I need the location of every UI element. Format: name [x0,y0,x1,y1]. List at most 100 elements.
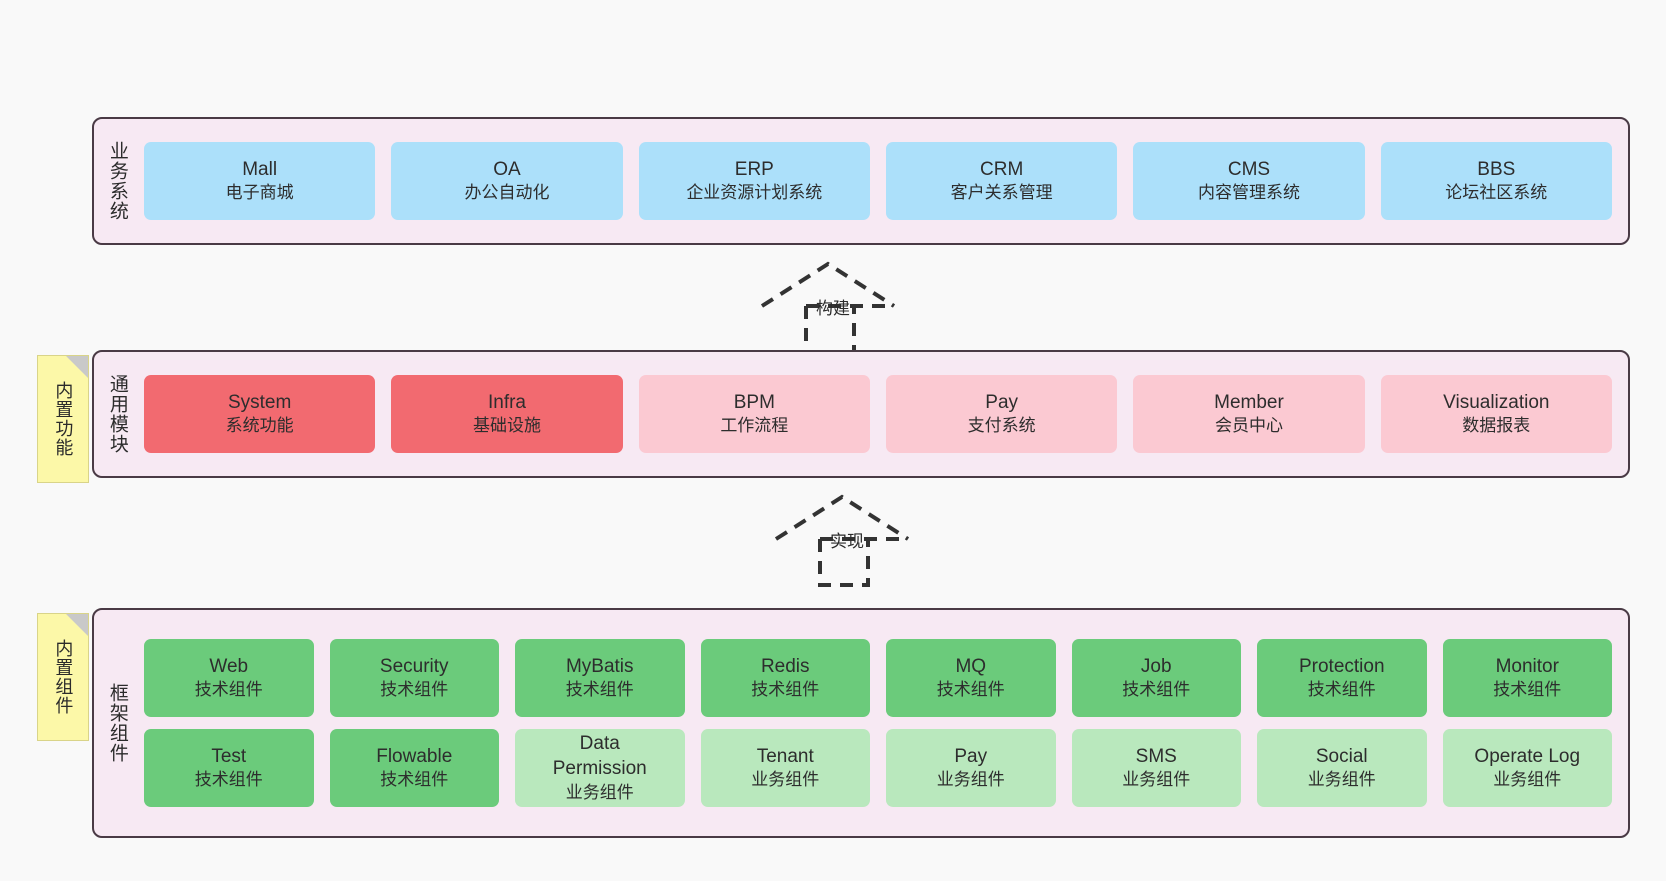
card-title: Operate Log [1474,745,1581,767]
card-title: ERP [734,158,774,180]
card-title: Test [211,745,247,767]
card-title: System [227,391,292,413]
card-subtitle: 技术组件 [1493,680,1562,700]
card-title: Web [209,655,249,677]
card-title: Mall [242,158,278,180]
card-subtitle: 系统功能 [225,416,294,436]
layer-body-framework-component: Web 技术组件 Security 技术组件 MyBatis 技术组件 Redi… [140,610,1628,836]
card-mybatis[interactable]: MyBatis 技术组件 [515,639,685,717]
card-pay-module[interactable]: Pay 支付系统 [885,375,1118,453]
card-subtitle: 数据报表 [1462,416,1531,436]
card-title: MyBatis [565,655,634,677]
card-mq[interactable]: MQ 技术组件 [886,639,1056,717]
layer-common-module: 通用模块 System 系统功能 Infra 基础设施 BPM 工作流程 Pay… [92,350,1630,478]
card-subtitle: 技术组件 [565,680,634,700]
card-title: Job [1140,655,1172,677]
card-title: Member [1214,391,1284,413]
card-system[interactable]: System 系统功能 [144,375,376,453]
card-sms[interactable]: SMS 业务组件 [1071,729,1241,807]
card-mall[interactable]: Mall 电子商城 [144,142,376,220]
card-subtitle: 技术组件 [380,680,449,700]
connector-implement-label: 实现 [830,532,864,551]
layer-title-common-module: 通用模块 [106,374,128,454]
card-subtitle: 业务组件 [751,770,820,790]
layer-title-framework-component: 框架组件 [106,683,128,763]
card-subtitle: 工作流程 [720,416,789,436]
card-protection[interactable]: Protection 技术组件 [1257,639,1427,717]
card-title: SMS [1135,745,1177,767]
card-subtitle: 业务组件 [1307,770,1376,790]
layer-body-common-module: System 系统功能 Infra 基础设施 BPM 工作流程 Pay 支付系统… [140,352,1628,476]
card-title: MQ [955,655,987,677]
card-data-permission[interactable]: Data Permission 业务组件 [515,729,685,807]
card-bpm[interactable]: BPM 工作流程 [638,375,870,453]
card-test[interactable]: Test 技术组件 [144,729,314,807]
card-subtitle: 技术组件 [1122,680,1191,700]
card-title: Social [1315,745,1368,767]
card-subtitle: 客户关系管理 [950,183,1053,203]
card-subtitle: 技术组件 [751,680,820,700]
card-title: Monitor [1495,655,1559,677]
connector-implement: 实现 [772,491,922,591]
card-subtitle: 技术组件 [380,770,449,790]
card-subtitle: 业务组件 [1122,770,1191,790]
card-title: Flowable [376,745,453,767]
card-subtitle: 办公自动化 [464,183,550,203]
framework-business-row: Test 技术组件 Flowable 技术组件 Data Permission … [144,729,1612,807]
card-pay-component[interactable]: Pay 业务组件 [886,729,1056,807]
card-subtitle: 技术组件 [936,680,1005,700]
card-title: Pay [985,391,1019,413]
framework-tech-row: Web 技术组件 Security 技术组件 MyBatis 技术组件 Redi… [144,639,1612,717]
card-monitor[interactable]: Monitor 技术组件 [1442,639,1612,717]
card-operate-log[interactable]: Operate Log 业务组件 [1442,729,1612,807]
card-cms[interactable]: CMS 内容管理系统 [1133,142,1365,220]
card-title: CRM [980,158,1024,180]
card-visualization[interactable]: Visualization 数据报表 [1380,375,1612,453]
card-tenant[interactable]: Tenant 业务组件 [700,729,870,807]
card-subtitle: 业务组件 [1493,770,1562,790]
card-title: Pay [954,745,988,767]
card-crm[interactable]: CRM 客户关系管理 [885,142,1118,220]
card-oa[interactable]: OA 办公自动化 [391,142,623,220]
card-member[interactable]: Member 会员中心 [1133,375,1365,453]
implement-arrow-icon [774,494,910,587]
card-social[interactable]: Social 业务组件 [1257,729,1427,807]
card-web[interactable]: Web 技术组件 [144,639,314,717]
note-label: 内置功能 [53,381,74,457]
card-job[interactable]: Job 技术组件 [1071,639,1241,717]
card-subtitle: 内容管理系统 [1197,183,1300,203]
card-subtitle: 会员中心 [1214,416,1283,436]
note-label: 内置组件 [53,639,74,715]
card-title: Redis [760,655,810,677]
card-subtitle: 业务组件 [565,782,634,802]
card-title: Tenant [756,745,814,767]
card-bbs[interactable]: BBS 论坛社区系统 [1380,142,1612,220]
card-subtitle: 基础设施 [472,416,541,436]
card-flowable[interactable]: Flowable 技术组件 [329,729,499,807]
layer-body-business-system: Mall 电子商城 OA 办公自动化 ERP 企业资源计划系统 CRM 客户关系… [140,119,1628,243]
card-subtitle: 电子商城 [225,183,294,203]
note-builtin-component: 内置组件 [37,613,89,741]
card-subtitle: 技术组件 [194,680,263,700]
note-fold-corner-icon [66,614,88,636]
connector-build: 构建 [758,258,908,358]
card-subtitle: 企业资源计划系统 [686,183,823,203]
card-title: Data Permission [552,733,647,779]
card-title: BPM [733,391,775,413]
card-title: Protection [1298,655,1385,677]
card-subtitle: 支付系统 [967,416,1036,436]
card-title: Visualization [1443,391,1550,413]
card-title: Security [379,655,449,677]
card-subtitle: 业务组件 [936,770,1005,790]
connector-build-label: 构建 [816,299,850,318]
card-erp[interactable]: ERP 企业资源计划系统 [638,142,870,220]
card-redis[interactable]: Redis 技术组件 [700,639,870,717]
note-builtin-function: 内置功能 [37,355,89,483]
card-title: OA [493,158,521,180]
note-fold-corner-icon [66,356,88,378]
card-subtitle: 技术组件 [194,770,263,790]
card-infra[interactable]: Infra 基础设施 [391,375,623,453]
card-security[interactable]: Security 技术组件 [329,639,499,717]
layer-framework-component: 框架组件 Web 技术组件 Security 技术组件 MyBatis 技术组件… [92,608,1630,838]
